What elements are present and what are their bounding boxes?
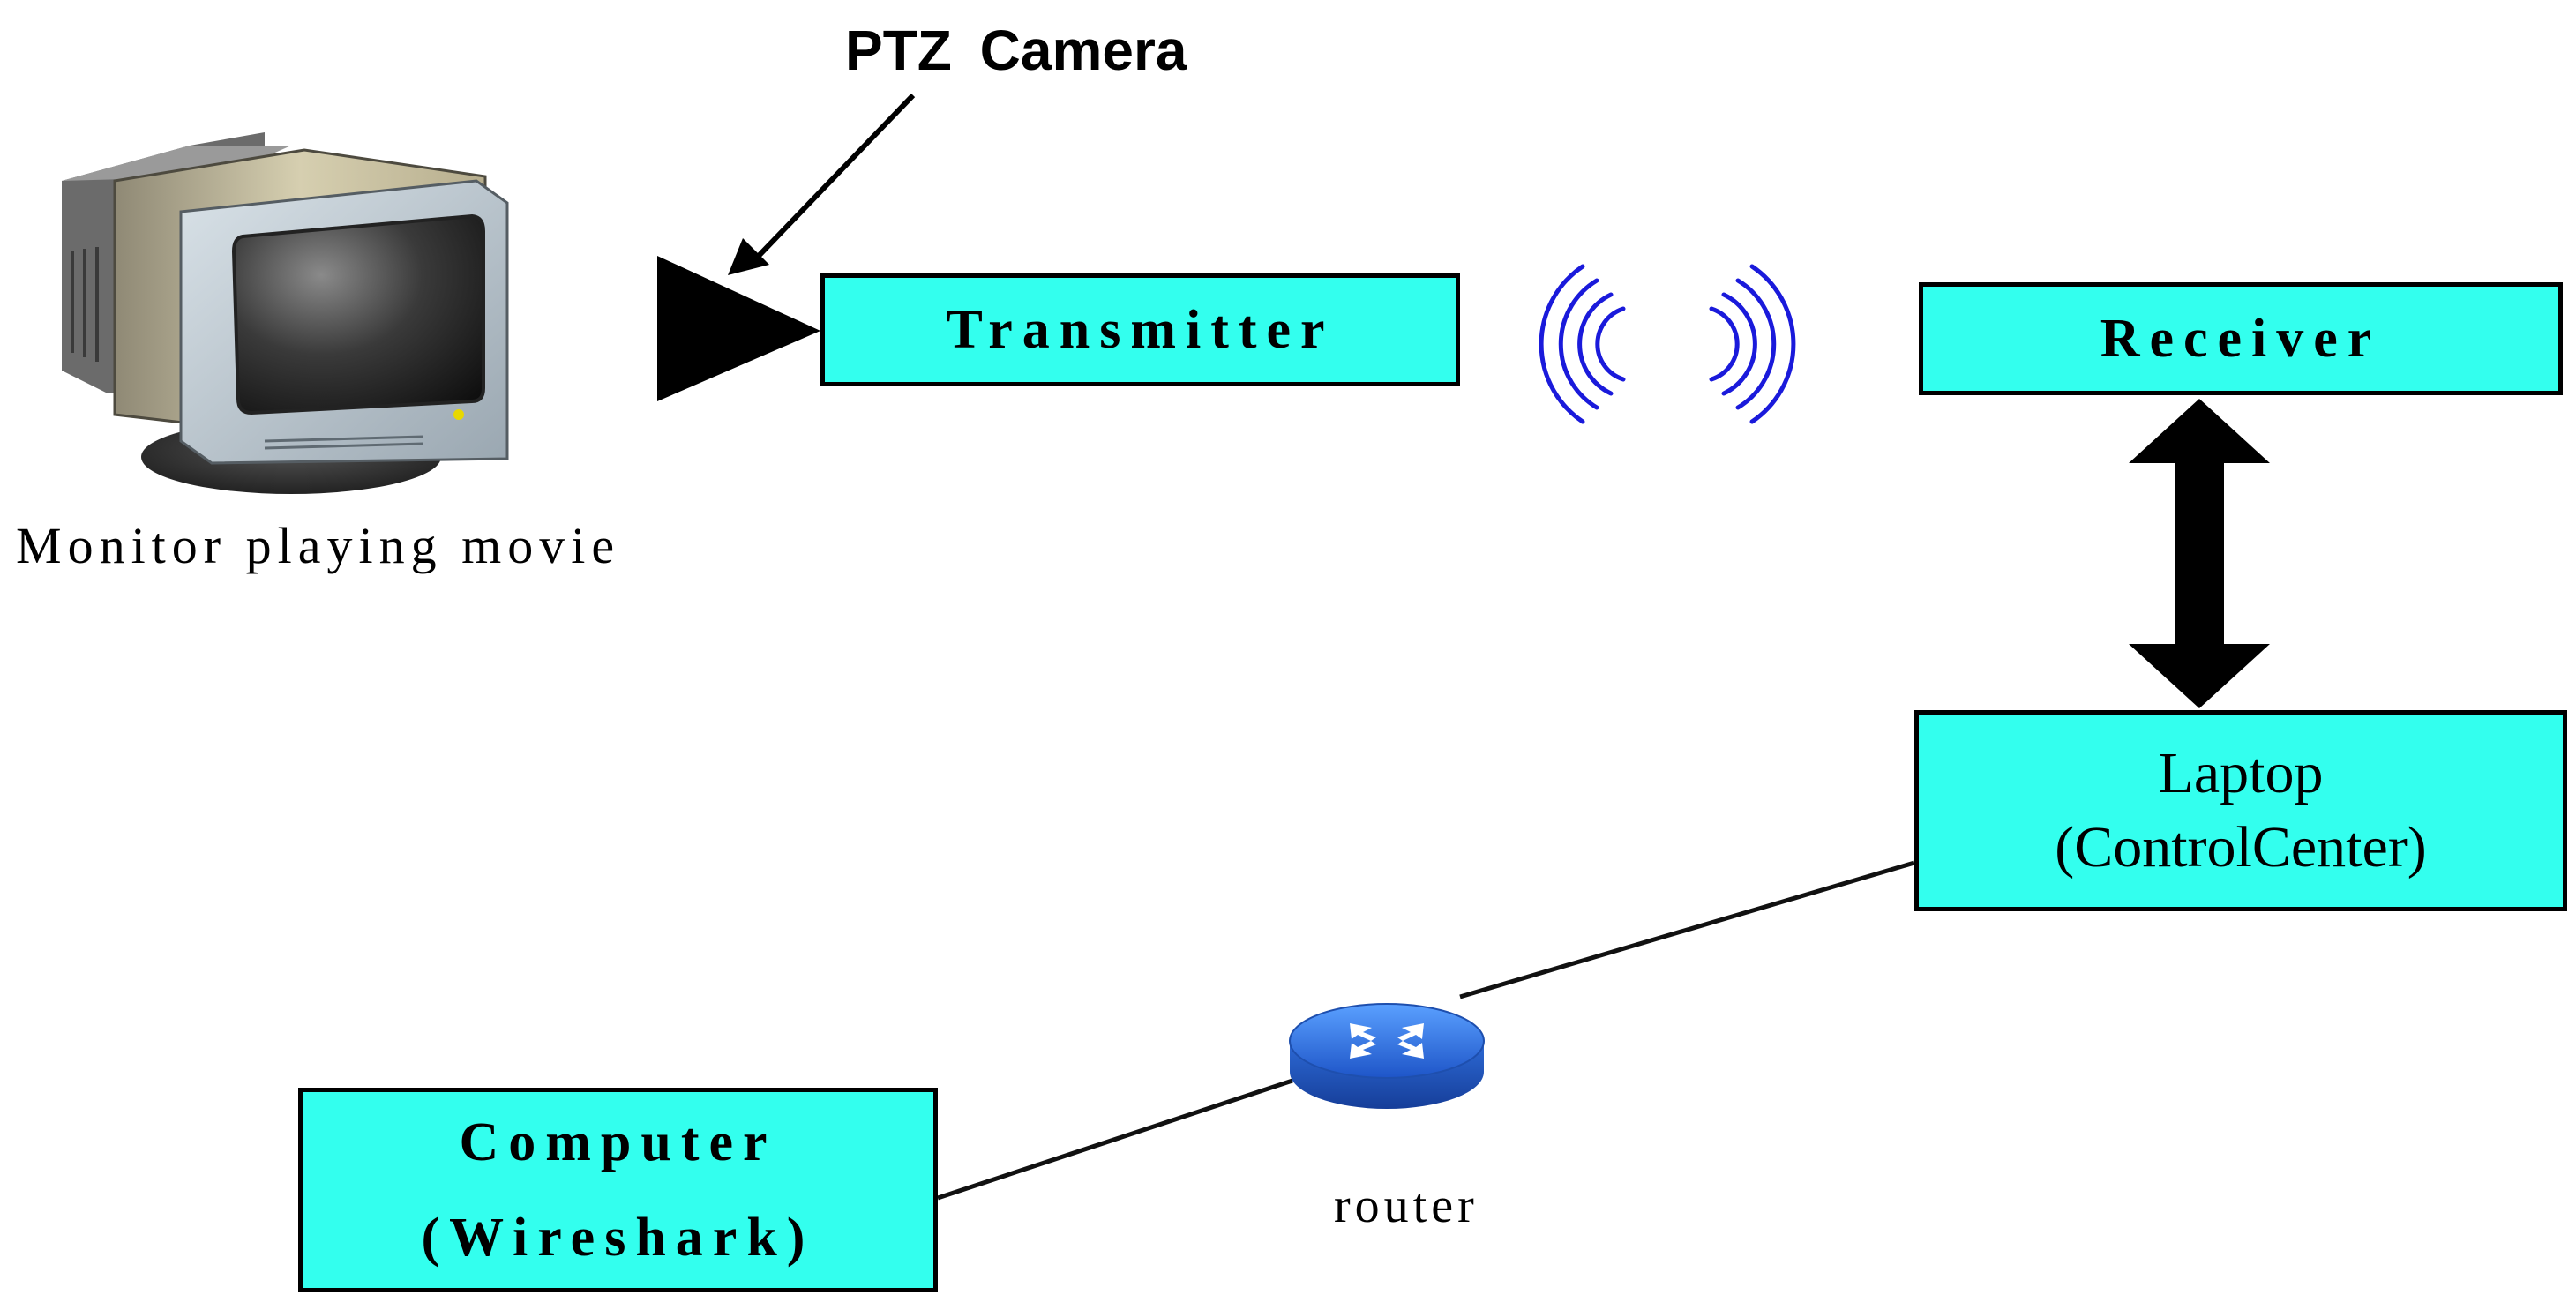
receiver-label: Receiver [2100, 308, 2382, 369]
cable-router-computer [937, 1078, 1293, 1201]
laptop-label: Laptop [2158, 741, 2324, 805]
cable-laptop-router [1459, 860, 1915, 999]
router-arrows [1350, 1023, 1424, 1059]
monitor-screen [231, 213, 485, 415]
ptz-camera-icon [657, 256, 820, 401]
ptz-pointer-arrow [728, 93, 916, 275]
transmitter-box: Transmitter [820, 273, 1460, 386]
laptop-sublabel: (ControlCenter) [2055, 815, 2427, 880]
computer-wireshark-box: Computer (Wireshark) [298, 1088, 938, 1292]
monitor-vent-slots [71, 247, 99, 362]
receiver-laptop-double-arrow [2129, 399, 2270, 708]
monitor-caption: Monitor playing movie [16, 517, 621, 574]
computer-sublabel: (Wireshark) [421, 1208, 815, 1268]
router-caption: router [1334, 1179, 1479, 1233]
laptop-control-center-box: Laptop (ControlCenter) [1914, 710, 2567, 911]
wireless-signal-icon [1539, 264, 1796, 424]
transmitter-label: Transmitter [946, 299, 1335, 360]
router-icon [1289, 1003, 1485, 1109]
monitor-control-strip [264, 435, 424, 450]
ptz-camera-label: PTZ Camera [845, 19, 1187, 82]
monitor-power-led [453, 409, 464, 420]
computer-label: Computer [459, 1112, 777, 1172]
wireless-waves-right [1709, 264, 1796, 424]
receiver-box: Receiver [1919, 282, 2563, 395]
crt-monitor-icon [62, 132, 509, 494]
wireless-waves-left [1539, 264, 1626, 424]
monitor-back-top [62, 146, 291, 181]
